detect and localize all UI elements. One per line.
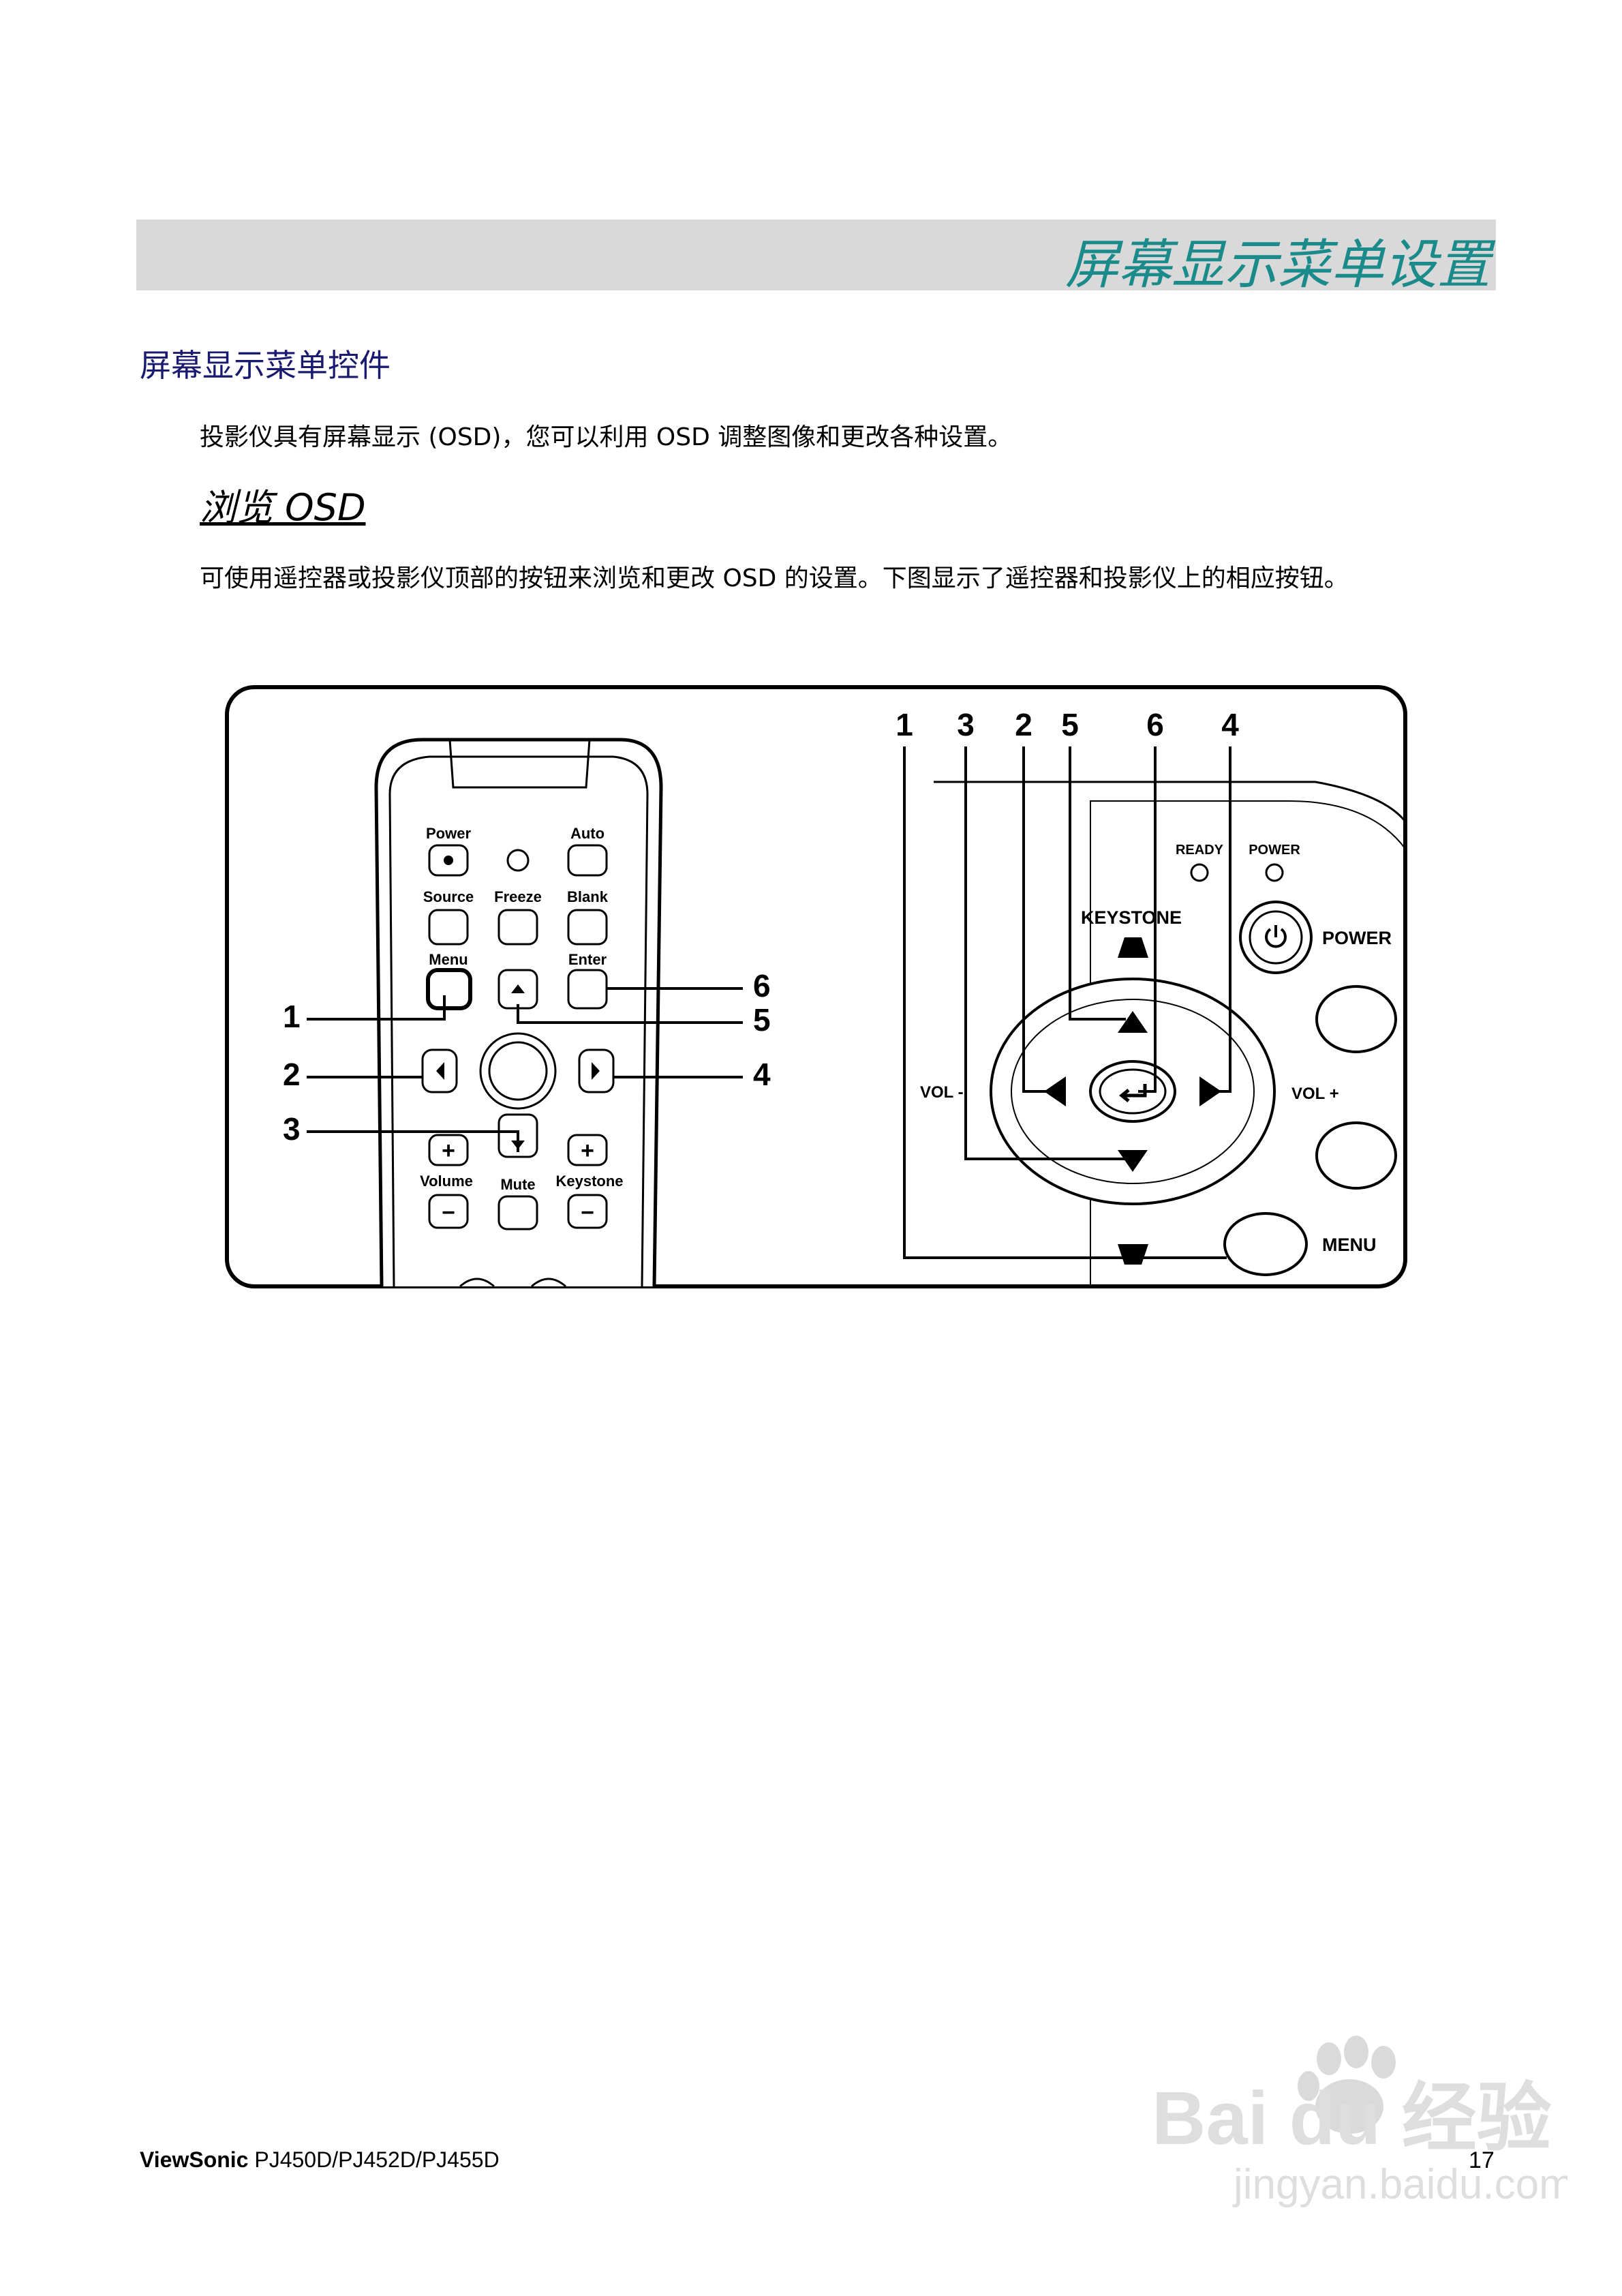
panel-right-icon[interactable] [1199,1076,1221,1106]
remote-blank-label: Blank [567,888,609,905]
callout-6-left: 6 [753,968,771,1003]
remote-freeze-label: Freeze [494,888,542,905]
callout-2-left: 2 [283,1057,301,1092]
remote-keystone-label: Keystone [555,1173,623,1190]
keystone-up-icon [1118,937,1148,958]
callout-3-left: 3 [283,1111,301,1147]
right-arrow-icon [592,1062,600,1080]
remote-power-label: Power [426,825,471,842]
keystone-down-icon [1118,1244,1148,1265]
remote-source-label: Source [423,888,474,905]
remote-keystone-minus[interactable] [567,1194,608,1229]
callout-top-3: 3 [957,707,975,742]
vol-minus-label: VOL - [920,1083,964,1102]
callout-5-left: 5 [753,1002,771,1038]
panel-side-button-upper[interactable] [1315,985,1397,1053]
power-led-icon [1265,863,1284,882]
remote-mute-button[interactable] [498,1195,538,1230]
remote-volume-label: Volume [420,1173,473,1190]
remote-auto-button[interactable] [567,844,608,877]
remote-volume-minus[interactable] [428,1194,469,1229]
panel-up-icon[interactable] [1118,1011,1148,1033]
remote-keystone-plus[interactable] [567,1134,608,1166]
projector-panel: READY POWER KEYSTONE POWER VOL - VOL + M… [920,781,1407,1286]
subsection-heading: 浏览 OSD [200,486,366,529]
panel-side-button-lower[interactable] [1315,1121,1397,1190]
panel-callouts [903,746,1231,1259]
remote-center-button[interactable] [488,1041,548,1101]
section-heading: 屏幕显示菜单控件 [140,347,391,384]
power-dot-icon [444,856,453,865]
panel-menu-button[interactable] [1223,1212,1308,1276]
title-banner: 屏幕显示菜单设置 [136,220,1496,296]
callout-4-left: 4 [753,1057,771,1092]
remote-auto-label: Auto [570,825,605,842]
power-symbol-icon [1265,928,1287,948]
remote-callouts [307,987,743,1152]
footer-brand-name: ViewSonic [140,2147,249,2172]
panel-power-label: POWER [1322,928,1392,948]
keystone-label: KEYSTONE [1081,907,1182,928]
left-arrow-icon [436,1062,444,1080]
volume-plus-sign: + [442,1138,455,1164]
keystone-plus-sign: + [581,1138,594,1164]
remote-source-button[interactable] [428,909,469,946]
watermark-logo: Bai du 经验 [1152,2076,1552,2160]
ready-label: READY [1176,843,1224,858]
callout-top-5: 5 [1061,707,1079,742]
panel-left-icon[interactable] [1044,1076,1066,1106]
callout-top-6: 6 [1146,707,1164,742]
keystone-minus-sign: − [581,1200,594,1226]
ready-led-icon [1190,863,1209,882]
remote-blank-button[interactable] [567,909,608,946]
enter-arrow-icon [1118,1084,1147,1102]
up-arrow-icon [511,984,525,993]
page-title: 屏幕显示菜单设置 [1065,235,1490,296]
remote-menu-button[interactable] [426,968,472,1010]
panel-callout-numbers: 1 3 2 5 6 4 [896,707,1239,742]
panel-menu-label: MENU [1322,1235,1377,1255]
panel-down-icon[interactable] [1118,1150,1148,1172]
remote-freeze-button[interactable] [498,909,538,946]
intro-paragraph: 投影仪具有屏幕显示 (OSD)，您可以利用 OSD 调整图像和更改各种设置。 [200,423,1013,451]
remote-mute-label: Mute [500,1176,535,1193]
power-led-label: POWER [1249,843,1300,858]
vol-plus-label: VOL + [1291,1085,1339,1103]
watermark-url: jingyan.baidu.com [1232,2161,1567,2208]
remote-led-icon [506,849,530,872]
callout-top-1: 1 [896,707,913,742]
footer-brand: ViewSonic PJ450D/PJ452D/PJ455D [140,2147,500,2173]
callout-top-4: 4 [1221,707,1239,742]
page-number: 17 [1469,2147,1495,2173]
callout-1-left: 1 [283,999,301,1034]
remote-enter-label: Enter [568,951,607,968]
osd-controls-figure: Power Auto Source Freeze Blank Menu Ente… [225,685,1407,1288]
remote-enter-button[interactable] [567,969,608,1010]
footer-model: PJ450D/PJ452D/PJ455D [254,2147,500,2172]
body-paragraph: 可使用遥控器或投影仪顶部的按钮来浏览和更改 OSD 的设置。下图显示了遥控器和投… [200,564,1349,592]
remote-volume-plus[interactable] [428,1134,469,1166]
callout-top-2: 2 [1015,707,1032,742]
remote-menu-label: Menu [429,951,468,968]
baidu-watermark: Bai du 经验 jingyan.baidu.com [1152,2036,1567,2208]
volume-minus-sign: − [442,1200,455,1226]
